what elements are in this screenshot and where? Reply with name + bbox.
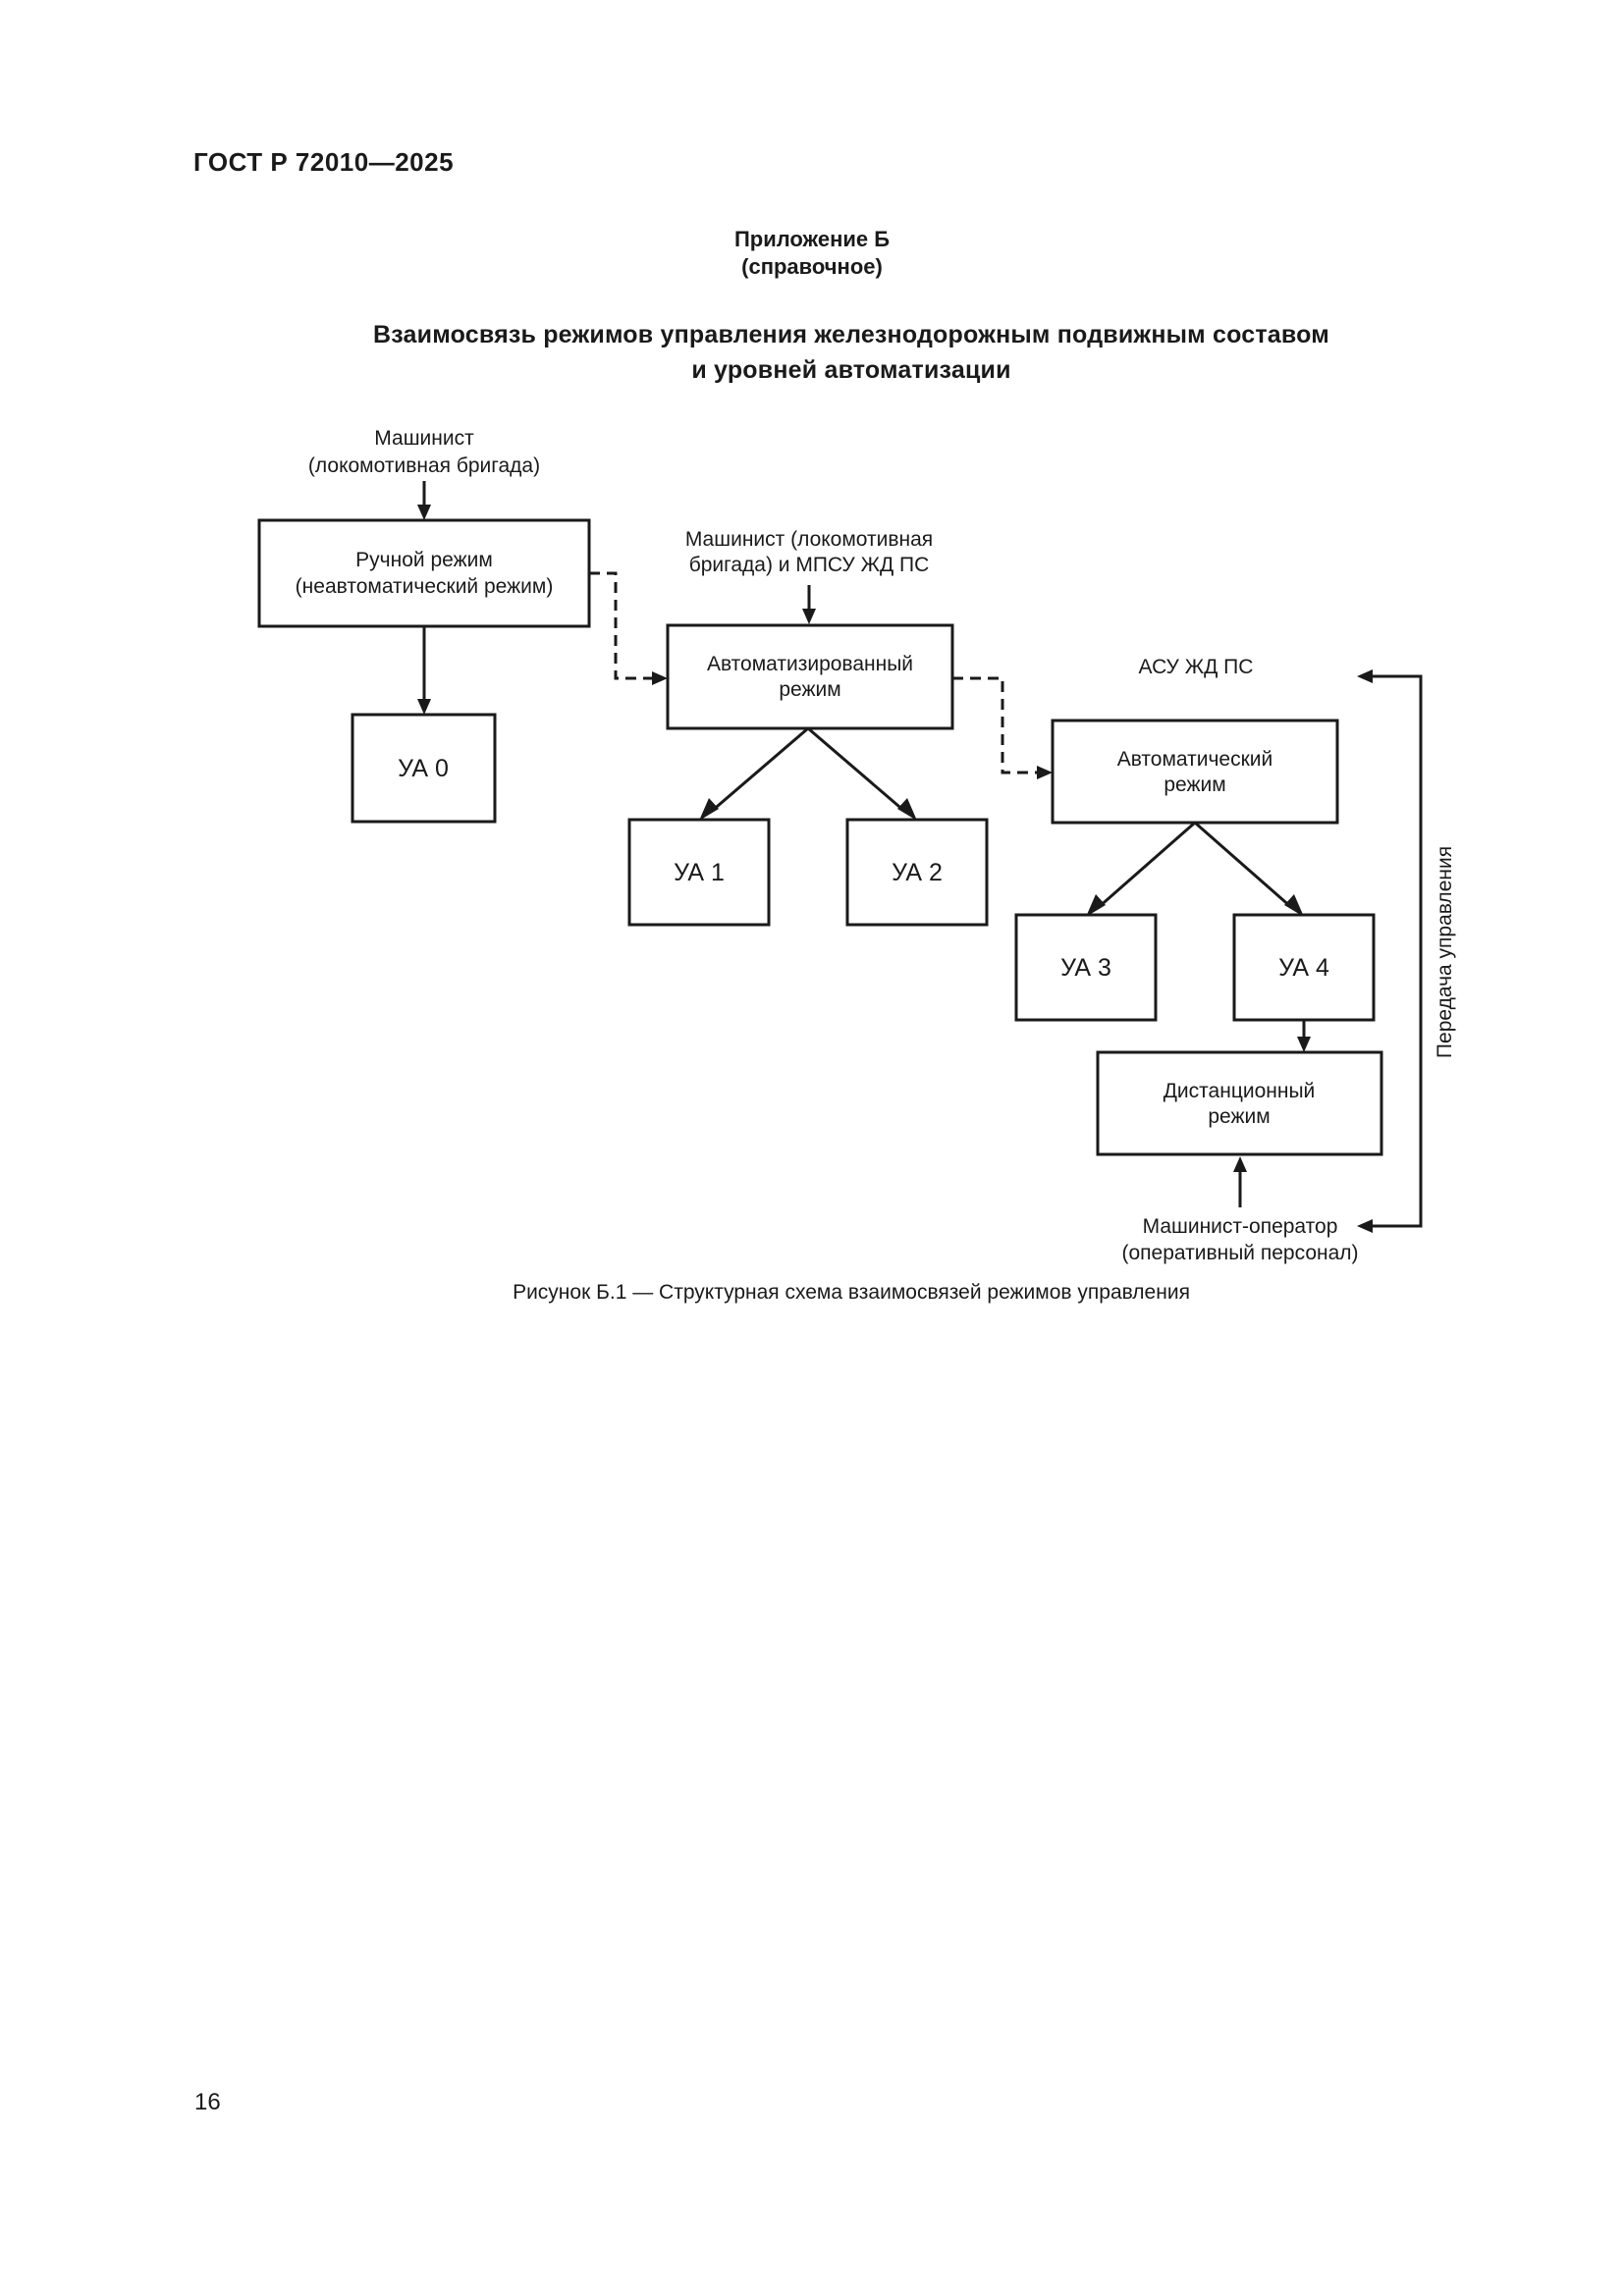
arrowhead-manual-to-automated — [652, 671, 668, 685]
control-transfer-label: Передача управления — [1434, 846, 1456, 1058]
arrow-automatic-to-ua4 — [1194, 821, 1293, 910]
remote-mode-box — [1096, 1050, 1383, 1156]
annex-heading: Приложение Б (справочное) — [0, 226, 1624, 281]
section-title-line1: Взаимосвязь режимов управления железнодо… — [373, 321, 1329, 348]
control-modes-diagram: Машинист (локомотивная бригада) Ручной р… — [257, 427, 1456, 1264]
arrowhead-operator-to-remote — [1233, 1156, 1247, 1172]
ua2-box — [845, 818, 989, 927]
arrow-automatic-to-ua3 — [1097, 821, 1196, 910]
figure-caption: Рисунок Б.1 — Структурная схема взаимосв… — [513, 1281, 1190, 1304]
ua4-label: УА 4 — [1278, 954, 1329, 982]
arrowhead-automated-to-ua1 — [699, 798, 719, 821]
page-number: 16 — [194, 2089, 221, 2115]
arrowhead-automated-to-automatic — [1037, 766, 1053, 779]
ua0-label: УА 0 — [398, 755, 449, 782]
annex-type: (справочное) — [741, 254, 883, 279]
automated-mode-label-line1: Автоматизированный — [707, 653, 913, 675]
ua1-label: УА 1 — [674, 859, 725, 886]
document-header: ГОСТ Р 72010—2025 — [193, 147, 455, 177]
control-transfer-line — [1371, 674, 1423, 1228]
arrowhead-automatic-to-ua3 — [1086, 894, 1106, 917]
automatic-mode-label-line2: режим — [1164, 774, 1225, 796]
ua2-label: УА 2 — [892, 859, 943, 886]
remote-mode-label-line2: режим — [1208, 1105, 1270, 1128]
arrowhead-ua4-to-remote — [1297, 1037, 1311, 1052]
automated-mode-label-line2: режим — [779, 678, 840, 701]
ua4-box — [1232, 913, 1376, 1022]
control-transfer-arrowhead-top — [1357, 669, 1373, 683]
control-transfer-arrowhead-bottom — [1357, 1219, 1373, 1233]
input-driver-mpsu-line1: Машинист (локомотивная — [685, 528, 933, 551]
arrowhead-driver-mpsu-to-automated — [802, 609, 816, 624]
manual-mode-label-line2: (неавтоматический режим) — [296, 575, 554, 598]
arrowhead-automated-to-ua2 — [897, 798, 917, 821]
annex-title: Приложение Б — [733, 227, 891, 251]
input-asu: АСУ ЖД ПС — [1139, 656, 1254, 678]
arrowhead-automatic-to-ua4 — [1284, 894, 1304, 917]
arrow-automated-to-ua2 — [807, 726, 906, 814]
input-driver-mpsu-line2: бригада) и МПСУ ЖД ПС — [689, 554, 930, 576]
remote-mode-label-line1: Дистанционный — [1164, 1080, 1316, 1102]
manual-mode-label-line1: Ручной режим — [355, 549, 493, 571]
dashed-arrow-manual-to-automated — [589, 571, 654, 680]
section-title-line2: и уровней автоматизации — [691, 356, 1011, 384]
input-driver-line2: (локомотивная бригада) — [308, 454, 540, 477]
dashed-arrow-automated-to-automatic — [952, 676, 1039, 774]
automatic-mode-box — [1051, 719, 1339, 825]
automated-mode-box — [666, 623, 954, 730]
ua0-box — [351, 713, 497, 824]
input-driver-line1: Машинист — [374, 427, 474, 450]
ua1-box — [627, 818, 771, 927]
input-operator-line2: (оперативный персонал) — [1121, 1242, 1358, 1264]
arrowhead-manual-to-ua0 — [417, 699, 431, 715]
section-title: Взаимосвязь режимов управления железнодо… — [0, 317, 1624, 388]
ua3-label: УА 3 — [1060, 954, 1111, 982]
arrowhead-driver-to-manual — [417, 505, 431, 520]
automatic-mode-label-line1: Автоматический — [1117, 748, 1273, 771]
arrow-automated-to-ua1 — [710, 726, 809, 814]
manual-mode-box — [257, 518, 591, 628]
ua3-box — [1014, 913, 1158, 1022]
input-operator-line1: Машинист-оператор — [1143, 1215, 1338, 1238]
